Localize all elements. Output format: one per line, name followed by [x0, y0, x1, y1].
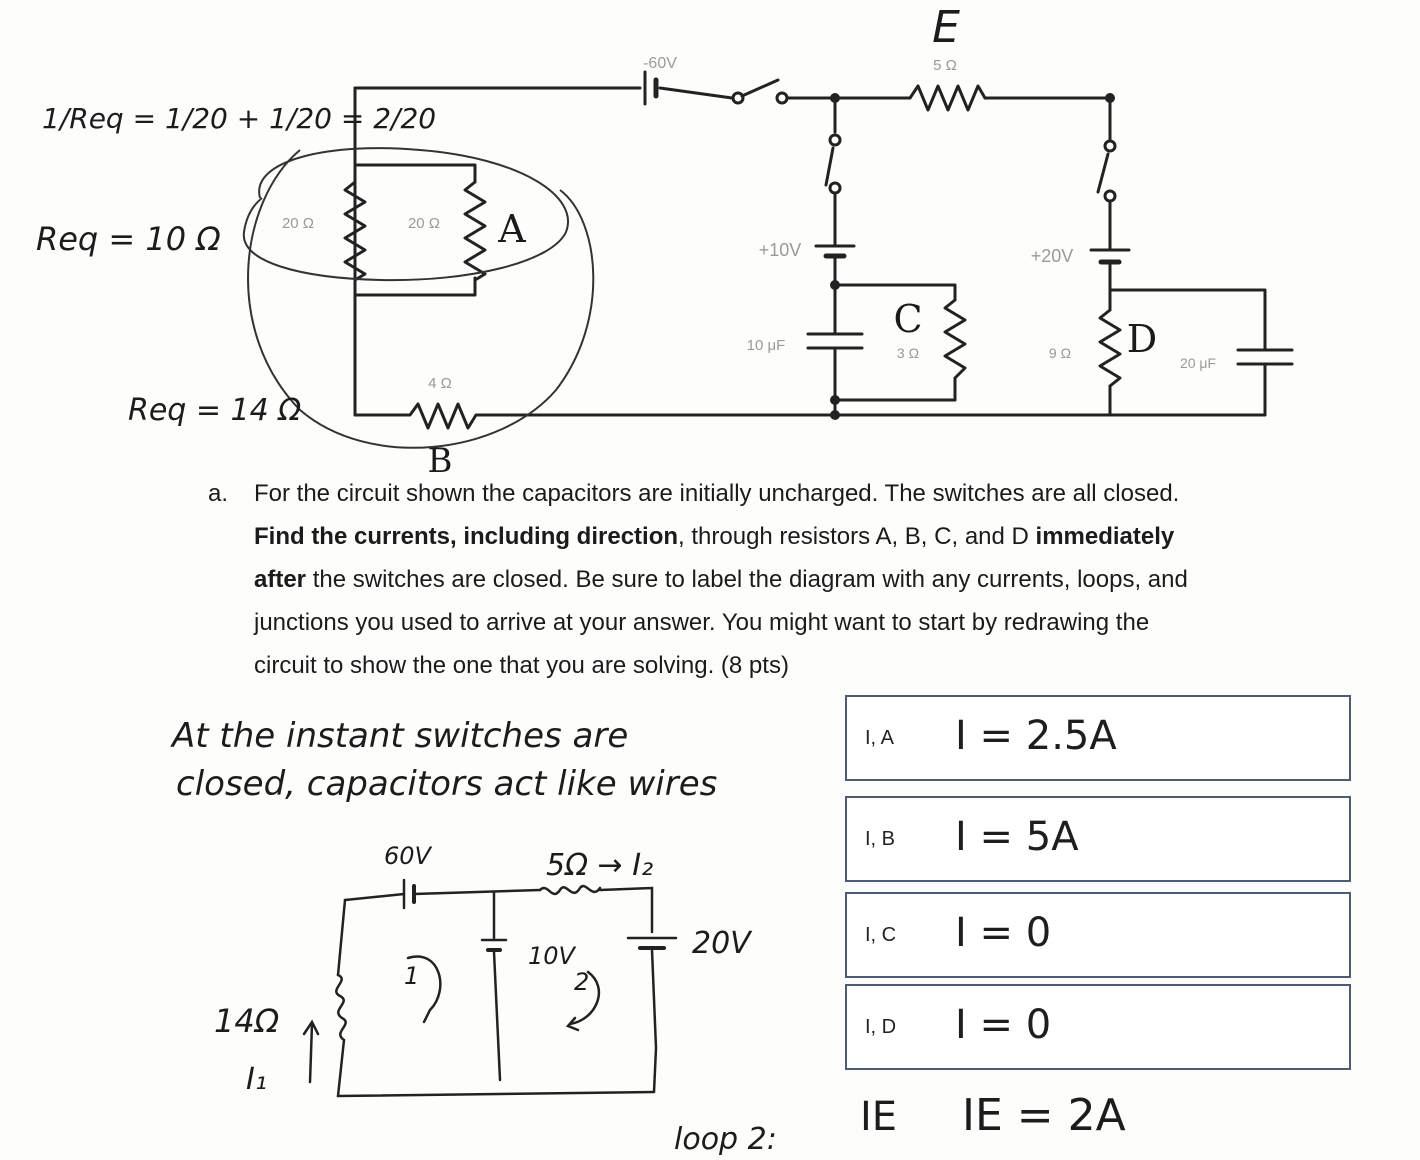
- question-line-5: circuit to show the one that you are sol…: [254, 652, 789, 679]
- cap-right-label: 20 μF: [1180, 355, 1216, 371]
- sketch-circuit: [302, 878, 678, 1098]
- answer-key-c: I, C: [865, 924, 897, 946]
- answer-value-d: I = 0: [955, 1002, 1052, 1048]
- question-line-1: For the circuit shown the capacitors are…: [254, 480, 1180, 507]
- sketch-20v: 20V: [692, 926, 751, 961]
- res-d-label: 9 Ω: [1049, 345, 1071, 361]
- res-a2-label: 20 Ω: [408, 215, 440, 232]
- loop-2-note: loop 2:: [674, 1122, 777, 1157]
- question-text-3: the switches are closed. Be sure to labe…: [306, 566, 1188, 593]
- answer-box-a[interactable]: I, A I = 2.5A: [845, 695, 1351, 781]
- res-top-label: 5 Ω: [933, 57, 957, 74]
- question-text-2: , through resistors A, B, C, and D: [678, 523, 1029, 550]
- battery-mid-label: +10V: [759, 240, 802, 260]
- question-line-4: junctions you used to arrive at your ans…: [254, 609, 1150, 636]
- question-line-2: Find the currents, including direction, …: [254, 515, 1338, 558]
- res-a1-label: 20 Ω: [282, 215, 314, 232]
- sketch-i1: I₁: [246, 1062, 267, 1097]
- sketch-14ohm: 14Ω: [214, 1002, 280, 1040]
- question-bold-1: Find the currents, including direction: [254, 523, 679, 550]
- answer-key-d: I, D: [865, 1016, 897, 1038]
- res-b-label: 4 Ω: [428, 375, 452, 392]
- sketch-5ohm: 5Ω → I₂: [546, 848, 654, 883]
- eq-req: Req = 10 Ω: [36, 220, 221, 258]
- label-d: D: [1127, 317, 1157, 361]
- sketch-loop-1: 1: [404, 962, 420, 990]
- question-line-3: after the switches are closed. Be sure t…: [254, 558, 1338, 601]
- answer-box-c[interactable]: I, C I = 0: [845, 892, 1351, 978]
- battery-main-label: -60V: [643, 55, 677, 72]
- label-a: A: [497, 207, 526, 251]
- ie-value: IE = 2A: [962, 1090, 1126, 1141]
- work-line-1: At the instant switches are: [172, 716, 629, 756]
- label-c: C: [893, 297, 922, 341]
- question-a: a. For the circuit shown the capacitors …: [208, 472, 1338, 687]
- battery-right-label: +20V: [1031, 246, 1074, 266]
- cap-mid-label: 10 μF: [747, 337, 786, 354]
- sketch-60v: 60V: [384, 842, 431, 870]
- answer-box-b[interactable]: I, B I = 5A: [845, 796, 1351, 882]
- eq-top: 1/Req = 1/20 + 1/20 = 2/20: [42, 102, 436, 135]
- answer-key-b: I, B: [865, 828, 896, 850]
- sketch-loop-2: 2: [574, 968, 590, 996]
- question-letter: a.: [208, 480, 229, 507]
- question-bold-2: immediately: [1028, 523, 1175, 550]
- answer-box-d[interactable]: I, D I = 0: [845, 984, 1351, 1070]
- res-c-label: 3 Ω: [897, 345, 919, 361]
- answer-value-c: I = 0: [955, 910, 1052, 956]
- answer-value-b: I = 5A: [955, 814, 1079, 860]
- eq-req2: Req = 14 Ω: [128, 393, 301, 428]
- question-bold-3: after: [254, 566, 307, 593]
- label-e: E: [932, 2, 960, 53]
- answer-key-a: I, A: [865, 727, 894, 749]
- answer-value-a: I = 2.5A: [955, 713, 1117, 759]
- ie-label: IE: [860, 1094, 898, 1140]
- question-body: For the circuit shown the capacitors are…: [254, 472, 1338, 687]
- work-line-2: closed, capacitors act like wires: [176, 764, 718, 804]
- handwritten-circles: [242, 147, 595, 449]
- sketch-10v: 10V: [528, 942, 575, 970]
